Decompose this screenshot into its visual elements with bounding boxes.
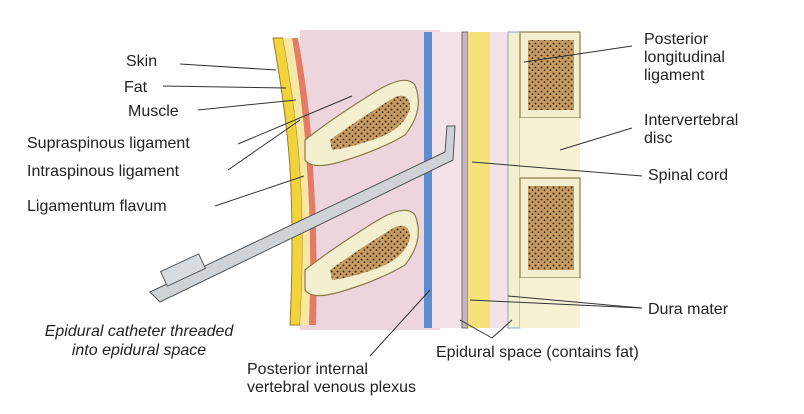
- label-muscle: Muscle: [128, 103, 179, 120]
- pll-band: [507, 31, 521, 329]
- label-disc-line1: Intervertebral: [644, 112, 739, 129]
- leader-lines: [162, 45, 643, 357]
- marrow-body-lower: [528, 186, 574, 270]
- fat-layer: [283, 38, 311, 325]
- muscle-layer: [292, 38, 317, 325]
- spinal-cord-band: [468, 32, 490, 328]
- label-catheter-line1: Epidural catheter threaded: [44, 323, 234, 340]
- label-venous-plexus-line1: Posterior internal: [247, 361, 368, 378]
- marrow-lower: [330, 225, 410, 280]
- label-disc-line2: disc: [644, 130, 673, 147]
- venous-plexus: [424, 32, 432, 328]
- catheter: [149, 125, 456, 303]
- marrow-body-upper: [528, 40, 574, 110]
- label-catheter-line2: into epidural space: [71, 342, 207, 359]
- label-skin: Skin: [126, 53, 158, 70]
- label-venous-plexus-line2: vertebral venous plexus: [247, 379, 416, 396]
- label-pll-line2: longitudinal: [644, 49, 725, 66]
- label-epidural-space: Epidural space (contains fat): [436, 344, 639, 361]
- label-pll-line3: ligament: [644, 67, 705, 84]
- label-dura-mater: Dura mater: [648, 301, 729, 318]
- label-ligamentum-flavum: Ligamentum flavum: [27, 198, 167, 215]
- marrow-upper: [330, 95, 410, 150]
- label-supraspinous-ligament: Supraspinous ligament: [27, 135, 190, 152]
- dura-layer: [461, 31, 469, 329]
- csf-band: [490, 32, 508, 328]
- catheter-hub: [159, 253, 207, 287]
- label-intraspinous-ligament: Intraspinous ligament: [27, 163, 180, 180]
- intervertebral-disc: [520, 118, 580, 178]
- label-pll-line1: Posterior: [644, 31, 709, 48]
- epidural-fat: [432, 32, 462, 328]
- label-spinal-cord: Spinal cord: [648, 167, 729, 184]
- label-fat: Fat: [124, 79, 148, 96]
